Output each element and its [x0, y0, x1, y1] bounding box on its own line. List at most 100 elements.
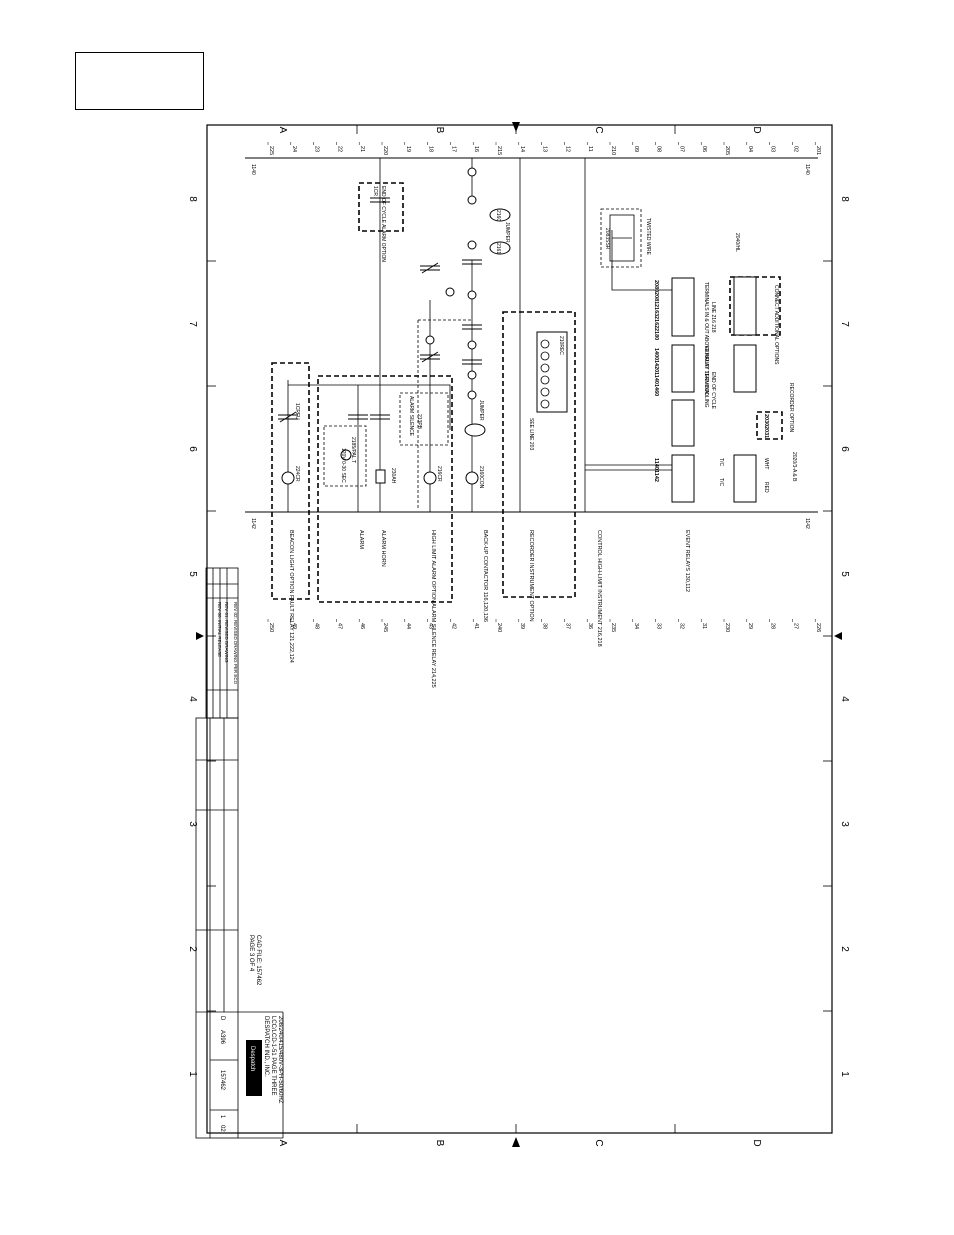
- recorder-note: RECORDER INSTRUMENT OPTION: [528, 530, 534, 622]
- recorder-line-box: [756, 411, 783, 440]
- control-note: CONTROL HIGH-LIMIT INSTRUMENT 216,218: [596, 530, 602, 647]
- rung-number-middle: 36: [587, 623, 593, 629]
- recorder-terminals: [540, 339, 550, 409]
- fuse-label: 1CRFU: [294, 403, 300, 420]
- rung-number-top: 13: [542, 146, 548, 152]
- rung-number-middle: 42: [450, 623, 456, 629]
- rung-number-top: 06: [701, 146, 707, 152]
- rung-number-top: 205: [724, 146, 730, 155]
- tb1-2163: 2163: [653, 304, 659, 316]
- end-of-cycle-box: [358, 182, 404, 232]
- tb1-2180: 2180: [653, 328, 659, 340]
- zone-side-l-8: 8: [187, 196, 198, 202]
- rung-number-middle: 33: [656, 623, 662, 629]
- alarm-silence-sub-box: [399, 392, 449, 446]
- circuit-branch: [288, 384, 451, 430]
- rung-number-top: 220: [382, 146, 388, 155]
- rung-number-middle: 250: [268, 623, 274, 632]
- rung-number-top: 225: [268, 146, 274, 155]
- zone-side-l-3: 3: [187, 821, 198, 827]
- zone-side-r-7: 7: [839, 321, 850, 327]
- rung-number-top: 14: [519, 146, 525, 152]
- alarm-silence-pb-label: 213PB: [416, 414, 422, 430]
- title-size: D: [219, 1016, 225, 1021]
- instrument-label: 2040/HL: [734, 233, 740, 252]
- zone-side-r-5: 5: [839, 571, 850, 577]
- rung-number-top: 17: [450, 146, 456, 152]
- rung-number-top: 215: [496, 146, 502, 155]
- ssr-device: [609, 214, 635, 262]
- terminal-block-7: [733, 276, 757, 336]
- revision-block: [205, 567, 239, 719]
- beacon-lamp-label: 224CR: [294, 466, 300, 482]
- rung-number-top: 21: [359, 146, 365, 152]
- red-label: RED: [763, 482, 769, 493]
- zone-side-r-4: 4: [839, 696, 850, 702]
- rung-number-top: 19: [405, 146, 411, 152]
- rung-number-middle: 28: [770, 623, 776, 629]
- terminal-2160-oval: [489, 208, 511, 222]
- end-cycle-label: END OF CYCLE ALARM OPTION: [380, 186, 386, 262]
- zone-side-l-6: 6: [187, 446, 198, 452]
- zone-side-l-5: 5: [187, 571, 198, 577]
- rung-number-middle: 49: [291, 623, 297, 629]
- terminal-block-6: [733, 454, 757, 503]
- rung-number-top: 24: [291, 146, 297, 152]
- tb1-2080: 2080: [653, 280, 659, 292]
- page-number: PAGE 3 OF 4: [248, 935, 254, 972]
- zone-bottom-c: C: [593, 1139, 604, 1146]
- rung-number-top: 11: [587, 146, 593, 152]
- title-sheet: 1: [219, 1115, 225, 1119]
- timer-box: [323, 425, 367, 487]
- rung-number-middle: 226: [815, 623, 821, 632]
- zone-bottom-b: B: [434, 1140, 445, 1147]
- beacon-note: BEACON LIGHT OPTION FAULT RELAY 121,222,…: [288, 530, 294, 663]
- wire-label-bottom-left: 1142: [250, 518, 256, 529]
- recorder-option-box: [502, 311, 576, 598]
- con-lamp-label: 2160CON: [478, 466, 484, 489]
- rung-number-middle: 48: [314, 623, 320, 629]
- line-note: LINE 216 218: [710, 302, 716, 333]
- zone-top-a: A: [277, 127, 288, 134]
- event-relays-note: EVENT RELAYS 130,112: [684, 530, 690, 592]
- terminal-2161-oval: [489, 241, 511, 255]
- terminals-note: TERMINALS IN & OUT ABOVE RELAY TERMINAL: [703, 282, 709, 396]
- rung-number-top: 03: [770, 146, 776, 152]
- jumper-top-label: JUMPER: [504, 222, 510, 243]
- terminal-block-1: [671, 277, 695, 337]
- terminal-block-2: [671, 344, 695, 393]
- zone-side-l-7: 7: [187, 321, 198, 327]
- rung-number-top: 04: [747, 146, 753, 152]
- tb1-2162: 2162: [653, 316, 659, 328]
- zone-bottom-a: A: [277, 1140, 288, 1147]
- rung-number-middle: 29: [747, 623, 753, 629]
- wht-label: WHT: [763, 458, 769, 469]
- jumper-mid-label: JUMPER: [478, 400, 484, 421]
- twisted-wire-label: TWISTED WIRE: [645, 218, 651, 256]
- tb2-1140: 1140: [653, 372, 659, 384]
- drawing-border: [206, 124, 833, 1134]
- cr-lamp-label: 216CR: [436, 466, 442, 482]
- zone-top-b: B: [434, 127, 445, 134]
- alarm-horn-note: ALARM HORN: [380, 530, 386, 567]
- rung-number-middle: 32: [678, 623, 684, 629]
- terminal-2161-label: 2161: [495, 243, 501, 254]
- zone-side-r-8: 8: [839, 196, 850, 202]
- see-line-label: SEE LINE 203: [528, 418, 534, 450]
- rung-number-middle: 235: [610, 623, 616, 632]
- rung-number-middle: 44: [405, 623, 411, 629]
- backup-note: BACK-UP CONTACTOR 116,120,136: [482, 530, 488, 622]
- recorder-option-label: RECORDER OPTION: [788, 383, 794, 433]
- tb2-1460: 1460: [653, 384, 659, 396]
- rung-number-middle: 38: [542, 623, 548, 629]
- relay-1cr-label: 1CR: [372, 186, 378, 196]
- rung-number-top: 22: [336, 146, 342, 152]
- rung-number-top: 210: [610, 146, 616, 155]
- rung-number-top: 02: [792, 146, 798, 152]
- terminal-block-4: [671, 454, 695, 503]
- rung-number-top: 12: [564, 146, 570, 152]
- zone-side-r-1: 1: [839, 1071, 850, 1077]
- rung-number-middle: 34: [633, 623, 639, 629]
- rung-number-middle: 37: [564, 623, 570, 629]
